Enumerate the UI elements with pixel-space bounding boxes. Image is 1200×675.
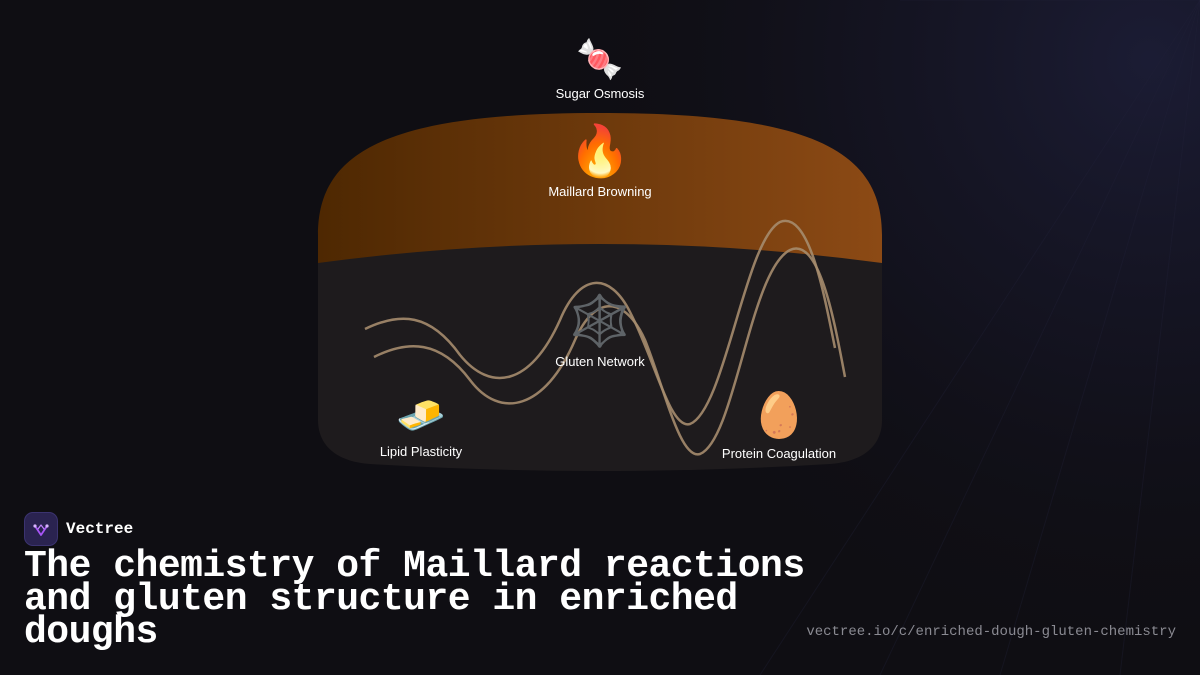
source-url: vectree.io/c/enriched-dough-gluten-chemi… xyxy=(806,624,1176,640)
node-label: Protein Coagulation xyxy=(721,446,837,461)
node-sugar-osmosis: 🍬 Sugar Osmosis xyxy=(556,40,645,101)
candy-icon: 🍬 xyxy=(576,37,624,81)
brand: Vectree xyxy=(24,512,133,546)
dough-crust xyxy=(318,113,882,263)
node-label: Maillard Browning xyxy=(548,184,652,199)
egg-icon: 🥚 xyxy=(751,390,807,441)
node-label: Gluten Network xyxy=(555,354,645,369)
page-title: The chemistry of Maillard reactions and … xyxy=(24,545,805,654)
node-gluten-network: 🕸️ Gluten Network xyxy=(555,296,645,369)
gluten-strand-1 xyxy=(364,219,837,426)
node-lipid-plasticity: 🧈 Lipid Plasticity xyxy=(380,396,462,459)
node-maillard-browning: 🔥 Maillard Browning xyxy=(548,126,651,199)
brand-name: Vectree xyxy=(66,520,134,538)
node-label: Sugar Osmosis xyxy=(555,86,645,101)
node-label: Lipid Plasticity xyxy=(379,444,463,459)
butter-icon: 🧈 xyxy=(396,393,446,439)
spider-web-icon: 🕸️ xyxy=(568,292,632,350)
gluten-strand-2 xyxy=(373,247,847,456)
fire-icon: 🔥 xyxy=(568,122,632,180)
dough-crumb xyxy=(318,240,882,471)
vectree-logo-icon xyxy=(24,512,58,546)
node-protein-coagulation: 🥚 Protein Coagulation xyxy=(721,390,837,462)
